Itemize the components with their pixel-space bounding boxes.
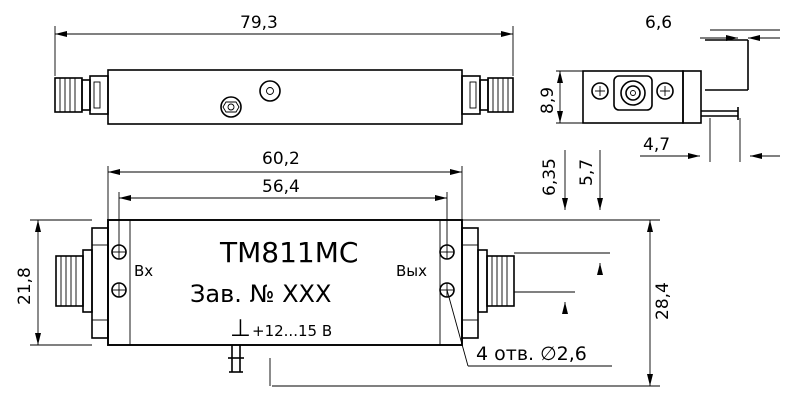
power-label: +12...15 В bbox=[252, 322, 332, 340]
holes-note: 4 отв. ∅2,6 bbox=[476, 343, 587, 365]
ground-symbol: ⊥ bbox=[230, 314, 251, 342]
top-round-feature bbox=[259, 80, 281, 102]
dim-side-height: 8,9 bbox=[538, 87, 558, 114]
dim-total-height: 28,4 bbox=[653, 282, 673, 320]
side-screw-left bbox=[591, 82, 609, 100]
top-view: 79,3 bbox=[54, 13, 514, 125]
dim-body-height: 21,8 bbox=[15, 267, 35, 305]
power-pin bbox=[228, 345, 244, 373]
side-center-connector bbox=[613, 75, 653, 111]
side-view: 6,6 8,9 4,7 bbox=[538, 13, 780, 162]
serial-label: Зав. № ХХХ bbox=[190, 280, 331, 308]
dim-mount-spacing: 60,2 bbox=[262, 149, 300, 169]
front-view: ТМ811МС Зав. № ХХХ Вх Вых ⊥ +12...15 В 4… bbox=[15, 149, 673, 387]
front-right-connector bbox=[461, 227, 515, 339]
front-left-connector bbox=[55, 227, 109, 339]
side-body bbox=[582, 70, 684, 124]
top-left-connector bbox=[54, 75, 109, 115]
dim-side-width: 6,6 bbox=[645, 13, 672, 33]
top-body bbox=[107, 69, 463, 125]
side-screw-right bbox=[656, 82, 674, 100]
dim-hole-spacing: 56,4 bbox=[262, 177, 300, 197]
model-label: ТМ811МС bbox=[219, 236, 358, 269]
dim-connector-b: 5,7 bbox=[577, 159, 597, 186]
dim-connector-a: 6,35 bbox=[540, 158, 560, 196]
dim-top-length: 79,3 bbox=[240, 13, 278, 33]
top-right-connector bbox=[461, 75, 514, 115]
input-label: Вх bbox=[134, 262, 153, 280]
top-nut-feature bbox=[220, 96, 242, 118]
dim-side-offset: 4,7 bbox=[643, 135, 670, 155]
output-label: Вых bbox=[396, 262, 427, 280]
